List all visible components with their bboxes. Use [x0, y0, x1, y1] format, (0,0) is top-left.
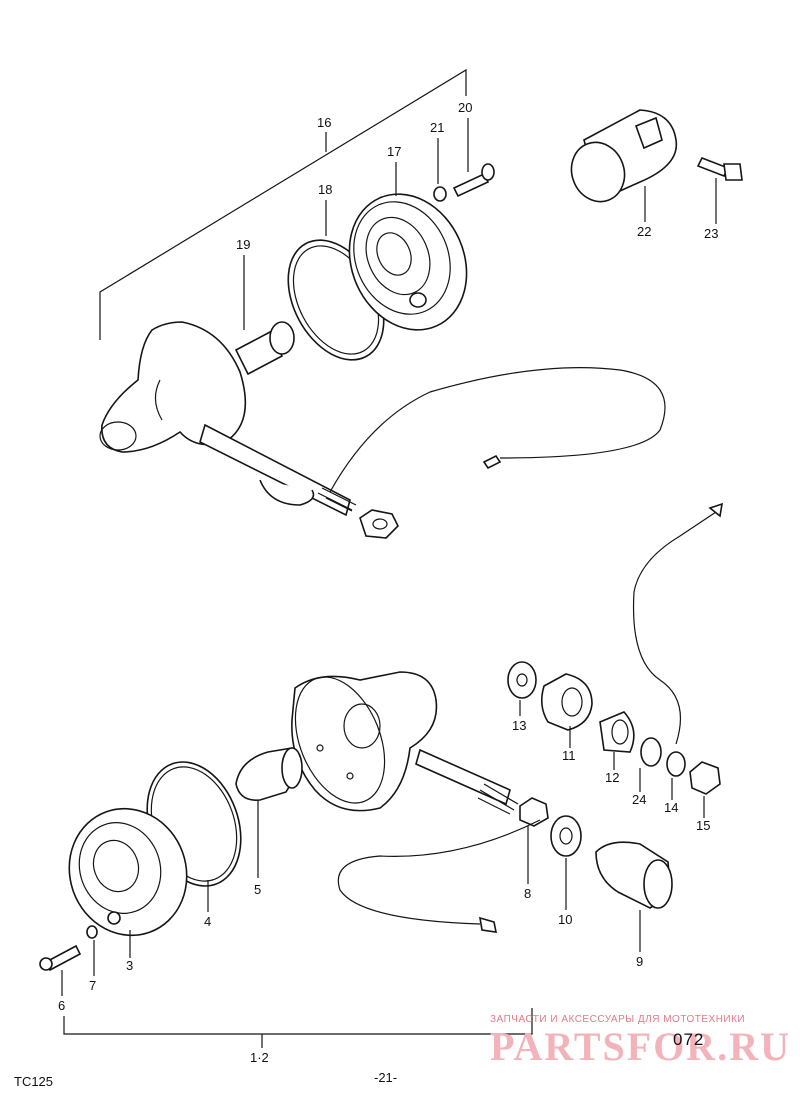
callout-10: 10 [558, 912, 572, 927]
watermark-tagline: ЗАПЧАСТИ И АКСЕССУАРЫ ДЛЯ МОТОТЕХНИКИ [490, 1014, 745, 1025]
callout-8: 8 [524, 886, 531, 901]
lower-turn-signal-assembly [39, 502, 724, 1048]
model-label: TC125 [14, 1074, 54, 1089]
callout-3: 3 [126, 958, 133, 973]
callout-23: 23 [704, 226, 718, 241]
callout-4: 4 [204, 914, 211, 929]
callout-5: 5 [254, 882, 261, 897]
diagram-code: 072 [673, 1030, 705, 1049]
callout-11: 11 [562, 748, 576, 763]
callout-24: 24 [632, 792, 646, 807]
watermark-brand: PARTSFOR.RU [490, 1024, 791, 1069]
page-number: -21- [374, 1070, 398, 1085]
callout-1-2: 1·2 [250, 1050, 269, 1065]
callout-18: 18 [318, 182, 332, 197]
callout-15: 15 [696, 818, 710, 833]
callout-22: 22 [637, 224, 651, 239]
callout-9: 9 [636, 954, 643, 969]
callout-20: 20 [458, 100, 472, 115]
callout-14: 14 [664, 800, 678, 815]
callout-17: 17 [387, 144, 401, 159]
callout-7: 7 [89, 978, 96, 993]
callout-labels: 16 20 21 17 18 19 22 23 13 11 12 24 14 1… [58, 100, 718, 1065]
callout-13: 13 [512, 718, 526, 733]
callout-6: 6 [58, 998, 65, 1013]
watermark: ЗАПЧАСТИ И АКСЕССУАРЫ ДЛЯ МОТОТЕХНИКИ PA… [490, 1014, 791, 1069]
upper-turn-signal-assembly [99, 68, 743, 539]
callout-21: 21 [430, 120, 444, 135]
callout-12: 12 [605, 770, 619, 785]
callout-19: 19 [236, 237, 250, 252]
callout-16: 16 [317, 115, 331, 130]
